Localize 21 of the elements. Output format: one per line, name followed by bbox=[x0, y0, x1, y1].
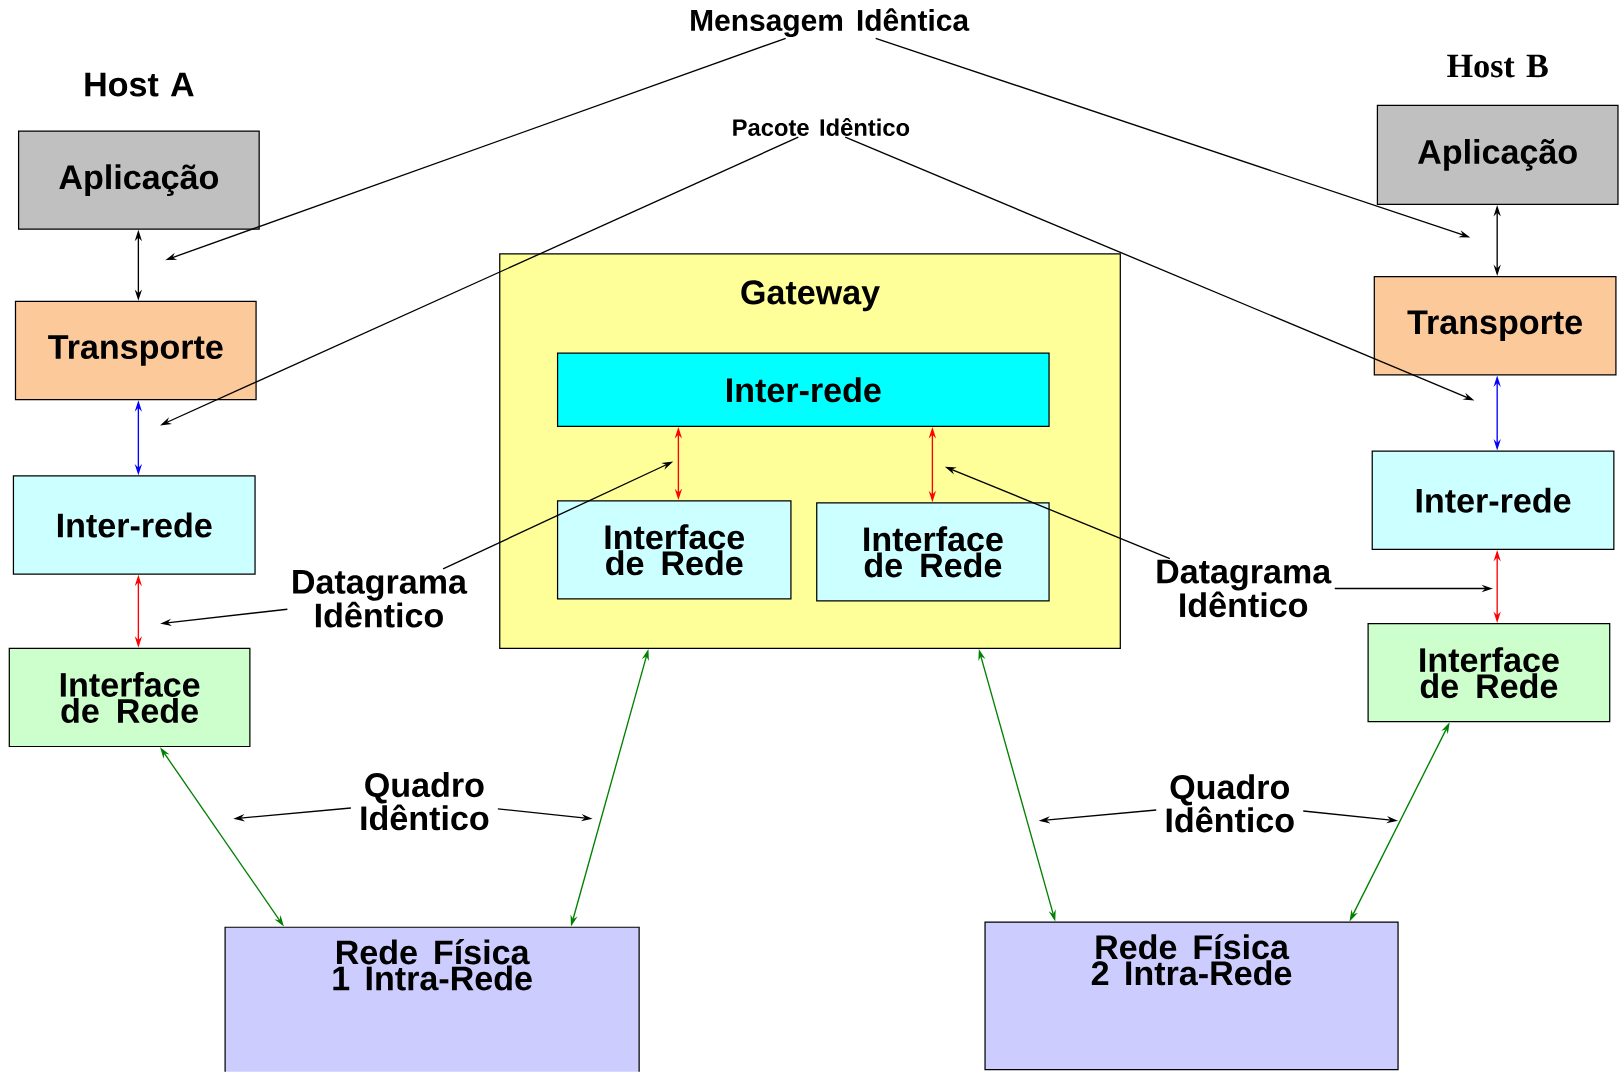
network-box: Rede Física 2 Intra-Rede bbox=[984, 921, 1399, 1071]
layer-box: Inter-rede bbox=[556, 352, 1050, 428]
layer-box: Aplicação bbox=[1376, 104, 1619, 206]
annotation-text: Datagrama Idêntico bbox=[293, 570, 468, 628]
layer-box: Interface de Rede bbox=[8, 647, 251, 748]
layer-box: Inter-rede bbox=[1371, 450, 1615, 551]
annotation-text: Datagrama Idêntico bbox=[1157, 559, 1332, 618]
network-box: Rede Física 1 Intra-Rede bbox=[224, 926, 640, 1072]
annotation-text: Pacote Idêntico bbox=[733, 118, 910, 137]
layer-box: Transporte bbox=[1373, 276, 1617, 376]
layer-box: Aplicação bbox=[17, 130, 260, 230]
layer-box: Interface de Rede bbox=[816, 502, 1050, 602]
layer-box: Interface de Rede bbox=[556, 500, 792, 600]
annotation-text: Quadro Idêntico bbox=[1166, 774, 1294, 833]
annotation-text: Mensagem Idêntica bbox=[691, 8, 970, 38]
annotation-text: Quadro Idêntico bbox=[361, 772, 489, 831]
layer-box: Transporte bbox=[14, 301, 257, 401]
host-label: Host A bbox=[85, 72, 194, 97]
layer-box: Inter-rede bbox=[12, 475, 256, 575]
layer-box: Interface de Rede bbox=[1367, 623, 1611, 723]
host-label: Host B bbox=[1447, 54, 1548, 78]
